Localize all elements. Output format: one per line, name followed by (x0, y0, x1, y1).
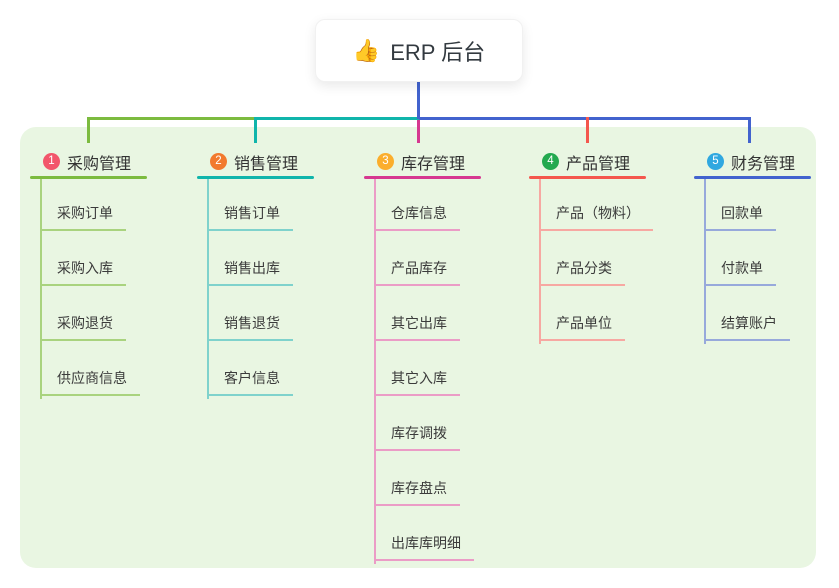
branch-title: 销售管理 (234, 155, 299, 173)
branches-panel (20, 127, 816, 568)
item-purchase-return[interactable]: 采购退货 (40, 286, 140, 341)
connector-drop-sales (254, 117, 257, 143)
item-customer-info[interactable]: 客户信息 (207, 341, 293, 396)
item-other-outbound[interactable]: 其它出库 (374, 286, 474, 341)
thumbs-up-icon: 👍 (352, 37, 381, 63)
root-node[interactable]: 👍 ERP 后台 (315, 19, 523, 82)
item-payment-slip[interactable]: 付款单 (704, 231, 790, 286)
branch-underline (30, 176, 147, 179)
branch-items: 回款单 付款单 结算账户 (704, 176, 790, 341)
item-outbound-details[interactable]: 出库库明细 (374, 506, 474, 561)
branch-title: 财务管理 (731, 155, 796, 173)
branch-title: 库存管理 (401, 155, 466, 173)
branch-purchase: 1 采购管理 采购订单 采购入库 采购退货 供应商信息 (30, 147, 147, 399)
branch-trunk-line (207, 179, 209, 399)
branch-title: 产品管理 (566, 155, 631, 173)
branch-number-badge: 5 (707, 153, 724, 170)
item-product-unit[interactable]: 产品单位 (539, 286, 653, 341)
item-stock-transfer[interactable]: 库存调拨 (374, 396, 474, 451)
item-product-category[interactable]: 产品分类 (539, 231, 653, 286)
item-stock-taking[interactable]: 库存盘点 (374, 451, 474, 506)
branch-inventory-header[interactable]: 3 库存管理 (364, 147, 481, 176)
connector-drop-purchase (87, 117, 90, 143)
item-settlement-account[interactable]: 结算账户 (704, 286, 790, 341)
branch-items: 仓库信息 产品库存 其它出库 其它入库 库存调拨 库存盘点 出库库明细 (374, 176, 474, 561)
connector-hbar-purchase (88, 117, 419, 120)
branch-number-badge: 4 (542, 153, 559, 170)
branch-sales-header[interactable]: 2 销售管理 (197, 147, 314, 176)
connector-root-stem (417, 82, 420, 119)
branch-title: 采购管理 (67, 155, 132, 173)
item-purchase-order[interactable]: 采购订单 (40, 176, 140, 231)
root-node-label: ERP 后台 (390, 39, 486, 65)
connector-drop-inventory (417, 117, 420, 143)
branch-finance-header[interactable]: 5 财务管理 (694, 147, 811, 176)
connector-drop-product (586, 117, 589, 143)
branch-trunk-line (704, 179, 706, 344)
branch-inventory: 3 库存管理 仓库信息 产品库存 其它出库 其它入库 库存调拨 库存盘点 出库库… (364, 147, 481, 564)
branch-product: 4 产品管理 产品（物料） 产品分类 产品单位 (529, 147, 653, 344)
branch-product-header[interactable]: 4 产品管理 (529, 147, 646, 176)
branch-underline (197, 176, 314, 179)
item-receipt-slip[interactable]: 回款单 (704, 176, 790, 231)
branch-number-badge: 2 (210, 153, 227, 170)
branch-items: 采购订单 采购入库 采购退货 供应商信息 (40, 176, 140, 396)
branch-items: 产品（物料） 产品分类 产品单位 (539, 176, 653, 341)
branch-purchase-header[interactable]: 1 采购管理 (30, 147, 147, 176)
branch-underline (694, 176, 811, 179)
branch-sales: 2 销售管理 销售订单 销售出库 销售退货 客户信息 (197, 147, 314, 399)
item-sales-return[interactable]: 销售退货 (207, 286, 293, 341)
branch-items: 销售订单 销售出库 销售退货 客户信息 (207, 176, 293, 396)
item-product-stock[interactable]: 产品库存 (374, 231, 474, 286)
item-product-material[interactable]: 产品（物料） (539, 176, 653, 231)
branch-underline (529, 176, 646, 179)
item-sales-outbound[interactable]: 销售出库 (207, 231, 293, 286)
item-other-inbound[interactable]: 其它入库 (374, 341, 474, 396)
branch-trunk-line (539, 179, 541, 344)
item-purchase-inbound[interactable]: 采购入库 (40, 231, 140, 286)
branch-finance: 5 财务管理 回款单 付款单 结算账户 (694, 147, 811, 344)
item-sales-order[interactable]: 销售订单 (207, 176, 293, 231)
branch-number-badge: 3 (377, 153, 394, 170)
connector-hbar-finance (419, 117, 751, 120)
branch-underline (364, 176, 481, 179)
connector-hbar-sales (254, 117, 419, 120)
branch-number-badge: 1 (43, 153, 60, 170)
connector-drop-finance (748, 117, 751, 143)
item-supplier-info[interactable]: 供应商信息 (40, 341, 140, 396)
branch-trunk-line (374, 179, 376, 564)
branch-trunk-line (40, 179, 42, 399)
item-warehouse-info[interactable]: 仓库信息 (374, 176, 474, 231)
